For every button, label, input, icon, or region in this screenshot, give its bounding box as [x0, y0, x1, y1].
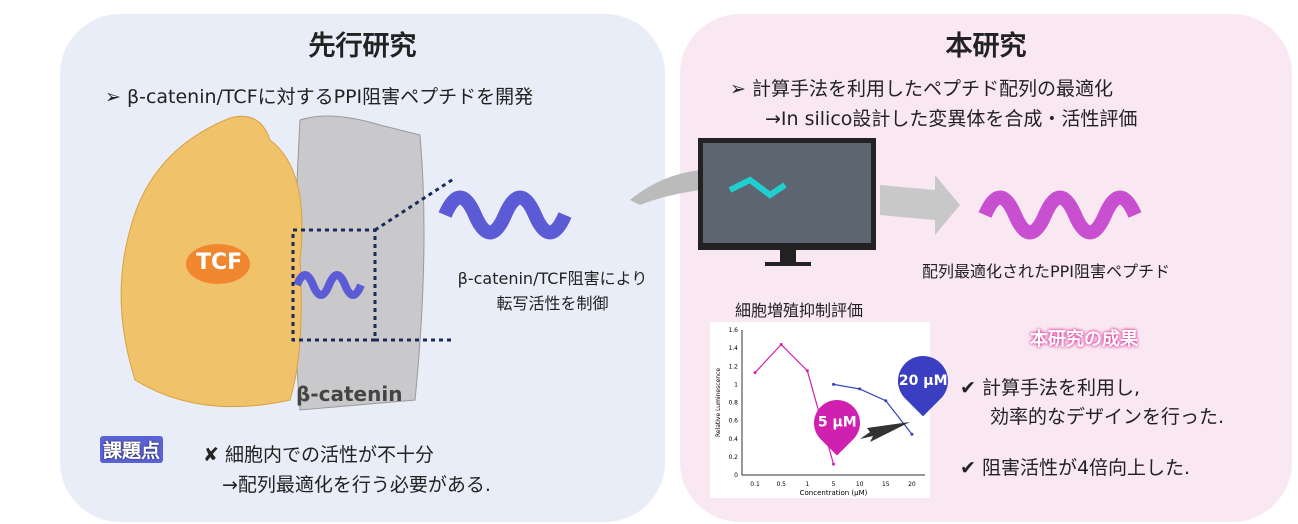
- y-tick-label: 0.4: [728, 436, 738, 443]
- issue-line-1: ✘ 細胞内での活性が不十分: [203, 444, 434, 466]
- y-tick-label: 1.6: [728, 327, 738, 334]
- data-point-optimized: [832, 462, 835, 466]
- data-point-optimized: [753, 371, 757, 375]
- this-bullet-1: ➢ 計算手法を利用したペプチド配列の最適化: [730, 78, 1113, 100]
- data-point-optimized: [805, 369, 809, 373]
- annotation-arrow: [860, 422, 910, 442]
- results-title: 本研究の成果: [1030, 329, 1138, 350]
- x-tick-label: 5: [832, 481, 836, 488]
- y-tick-label: 0.6: [728, 418, 738, 425]
- x-tick-label: 0.5: [776, 481, 786, 488]
- data-point-original: [884, 399, 888, 403]
- data-point-original: [858, 387, 862, 391]
- y-tick-label: 1.2: [728, 363, 738, 370]
- y-tick-label: 0.8: [728, 400, 738, 407]
- y-tick-label: 1.4: [728, 345, 738, 352]
- tcf-label: TCF: [196, 250, 243, 275]
- issue-badge: 課題点: [100, 436, 164, 463]
- x-tick-label: 15: [882, 481, 890, 488]
- y-tick-label: 1: [734, 381, 738, 388]
- result-2: ✔ 阻害活性が4倍向上した.: [960, 457, 1191, 479]
- issue-line-2: →配列最適化を行う必要がある.: [222, 474, 491, 496]
- helix-in-complex: [293, 271, 365, 299]
- chart-heading: 細胞増殖抑制評価: [735, 301, 864, 320]
- optimized-helix: [978, 190, 1142, 240]
- helix-caption-2: 転写活性を制御: [496, 294, 609, 313]
- this-title: 本研究: [945, 31, 1027, 62]
- series-line-original: [833, 383, 913, 435]
- data-point-original: [910, 432, 914, 436]
- data-point-original: [832, 382, 835, 386]
- arrow-to-optimized: [880, 175, 960, 235]
- result-1a: ✔ 計算手法を利用し,: [960, 377, 1140, 399]
- prior-bullet: ➢ β-catenin/TCFに対するPPI阻害ペプチドを開発: [105, 86, 534, 108]
- y-tick-label: 0: [734, 472, 738, 479]
- x-tick-label: 20: [908, 481, 916, 488]
- inhibitor-helix: [438, 190, 572, 240]
- axes: [741, 330, 925, 476]
- zoom-box: [291, 228, 377, 342]
- y-tick-label: 0.2: [728, 454, 738, 461]
- prior-title: 先行研究: [308, 31, 417, 62]
- x-tick-label: 0.1: [750, 481, 760, 488]
- x-tick-label: 10: [856, 481, 864, 488]
- beta-catenin-label: β-catenin: [296, 382, 403, 406]
- this-bullet-2: →In silico設計した変異体を合成・活性評価: [765, 108, 1138, 130]
- helix-caption-1: β-catenin/TCF阻害により: [457, 269, 648, 288]
- optimized-caption: 配列最適化されたPPI阻害ペプチド: [922, 262, 1171, 281]
- tcf-highlight: [186, 244, 250, 284]
- x-axis-label: Concentration (μM): [800, 489, 868, 497]
- beta-catenin-structure: [294, 115, 425, 411]
- data-point-optimized: [779, 343, 783, 346]
- arrow-to-monitor: [630, 170, 700, 205]
- y-axis-label: Relative Luminescence: [715, 368, 722, 437]
- x-tick-label: 1: [805, 481, 809, 488]
- result-1b: 効率的なデザインを行った.: [990, 406, 1225, 428]
